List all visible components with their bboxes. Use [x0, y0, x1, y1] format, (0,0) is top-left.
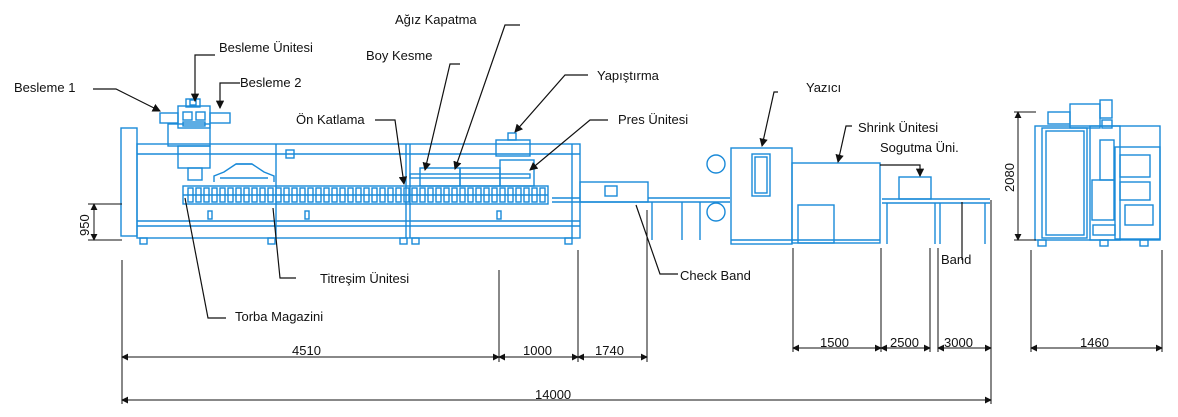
dim-3000: 3000 [944, 335, 973, 350]
conveyor-slat [299, 187, 306, 203]
conveyor-slat [259, 187, 266, 203]
label-sogutma-uni: Sogutma Üni. [880, 140, 959, 155]
conveyor-slat [507, 187, 514, 203]
conveyor-slat [523, 187, 530, 203]
conveyor-slats [187, 187, 546, 203]
conveyor-slat [419, 187, 426, 203]
dim-4510: 4510 [292, 343, 321, 358]
conveyor-slat [307, 187, 314, 203]
label-agiz-kapatma: Ağız Kapatma [395, 12, 477, 27]
end-panel-left [120, 127, 138, 237]
dim-2080: 2080 [1002, 163, 1017, 192]
printer-shrink [730, 147, 990, 245]
conveyor-slat [251, 187, 258, 203]
label-torba-magazini: Torba Magazini [235, 309, 324, 324]
conveyor-slat [283, 187, 290, 203]
conveyor-slat [243, 187, 250, 203]
conveyor-slat [395, 187, 402, 203]
conveyor-slat [459, 187, 466, 203]
conveyor-slat [427, 187, 434, 203]
label-besleme-unitesi: Besleme Ünitesi [219, 40, 313, 55]
label-boy-kesme: Boy Kesme [366, 48, 433, 63]
conveyor-slat [211, 187, 218, 203]
conveyor-slat [235, 187, 242, 203]
conveyor-slat [347, 187, 354, 203]
conveyor-slat [531, 187, 538, 203]
label-yapistirma: Yapıştırma [597, 68, 659, 83]
label-shrink-unitesi: Shrink Ünitesi [858, 120, 939, 135]
conveyor-slat [323, 187, 330, 203]
conveyor-slat [443, 187, 450, 203]
dim-1460: 1460 [1080, 335, 1109, 350]
conveyor-slat [355, 187, 362, 203]
label-pres-unitesi: Pres Ünitesi [618, 112, 689, 127]
dim-1500: 1500 [820, 335, 849, 350]
conveyor-slat [515, 187, 522, 203]
dim-14000: 14000 [535, 387, 572, 402]
conveyor-slat [227, 187, 234, 203]
conveyor-slat [411, 187, 418, 203]
label-yazici: Yazıcı [806, 80, 842, 95]
label-besleme-2: Besleme 2 [240, 75, 302, 90]
label-check-band: Check Band [680, 268, 751, 283]
side-view [1034, 99, 1161, 247]
conveyor-slat [499, 187, 506, 203]
conveyor-slat [291, 187, 298, 203]
dim-1740: 1740 [595, 343, 624, 358]
conveyor-slat [451, 187, 458, 203]
conveyor-slat [475, 187, 482, 203]
dim-1000: 1000 [523, 343, 552, 358]
dim-950: 950 [77, 214, 92, 236]
label-titresim-unitesi: Titreşim Ünitesi [320, 271, 410, 286]
leader-lines [93, 24, 963, 319]
conveyor-slat [203, 187, 210, 203]
conveyor-slat [339, 187, 346, 203]
conveyor-slat [435, 187, 442, 203]
conveyor-slat [379, 187, 386, 203]
conveyor-slat [403, 187, 410, 203]
label-besleme-1: Besleme 1 [14, 80, 76, 95]
conveyor-slat [275, 187, 282, 203]
conveyor-slat [187, 187, 194, 203]
conveyor-slat [483, 187, 490, 203]
conveyor-slat [467, 187, 474, 203]
main-machine [120, 98, 581, 245]
conveyor-slat [331, 187, 338, 203]
label-on-katlama: Ön Katlama [296, 112, 365, 127]
conveyor-slat [371, 187, 378, 203]
conveyor-slat [539, 187, 546, 203]
conveyor-slat [387, 187, 394, 203]
conveyor-slat [491, 187, 498, 203]
check-band-conveyor [552, 154, 730, 240]
dimension-lines [88, 111, 1163, 404]
dim-2500: 2500 [890, 335, 919, 350]
label-band: Band [941, 252, 972, 267]
conveyor-slat [219, 187, 226, 203]
conveyor-slat [315, 187, 322, 203]
conveyor-slat [195, 187, 202, 203]
conveyor-slat [363, 187, 370, 203]
conveyor-slat [267, 187, 274, 203]
